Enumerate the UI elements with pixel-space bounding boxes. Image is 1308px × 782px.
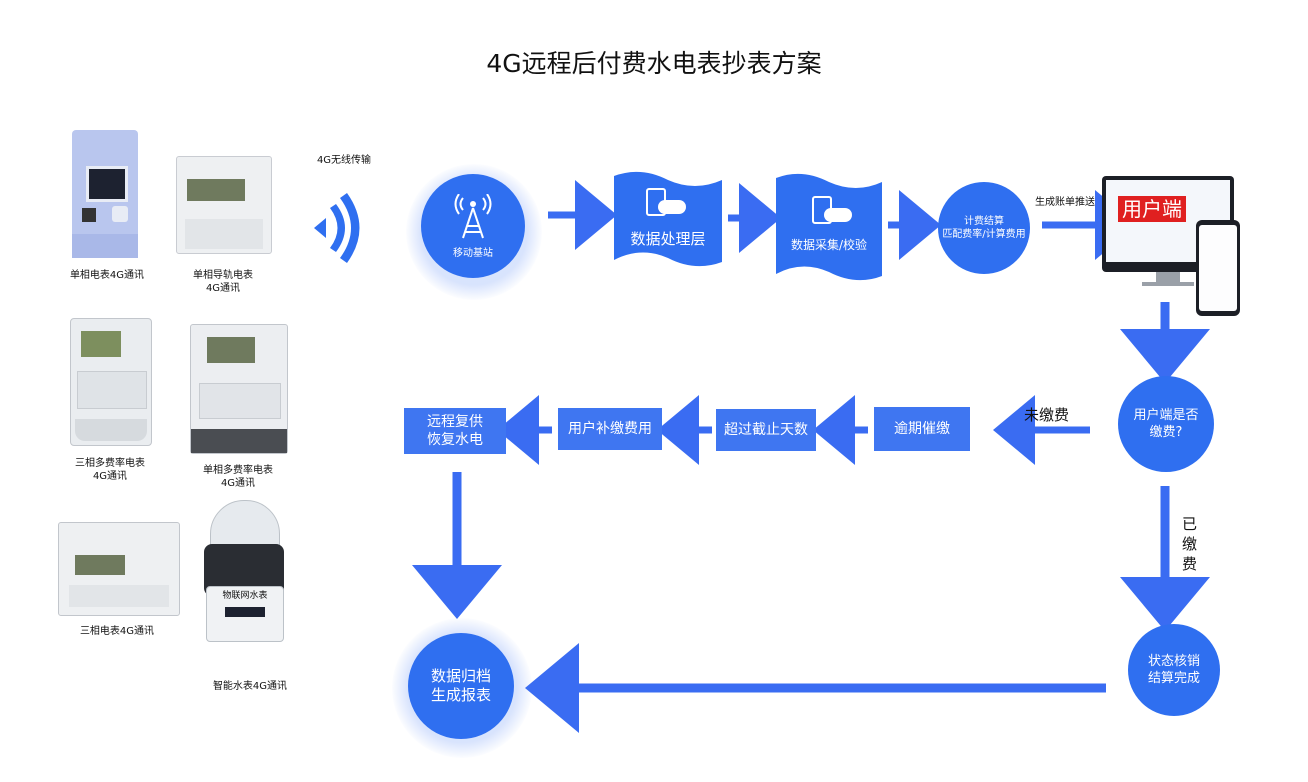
base-station-node: 移动基站 <box>421 174 525 278</box>
billing-node: 计费结算 匹配费率/计算费用 <box>938 182 1030 274</box>
unpaid-label: 未缴费 <box>1024 406 1070 424</box>
page-title: 4G远程后付费水电表抄表方案 <box>486 49 822 78</box>
overdue-reminder-box: 逾期催缴 <box>874 407 970 451</box>
meter-image-rail <box>176 156 272 254</box>
meter-caption-6: 智能水表4G通讯 <box>212 681 288 692</box>
data-processing-label: 数据处理层 <box>630 230 706 248</box>
user-end-label: 用户端 <box>1118 196 1186 222</box>
meter-image-three-phase-multirate <box>70 318 152 446</box>
phone-icon <box>1196 220 1240 316</box>
user-end-devices: 用户端 <box>1102 176 1246 316</box>
meter-caption-3: 三相多费率电表 4G通讯 <box>75 458 145 482</box>
document-cloud-icon <box>646 188 686 218</box>
data-collection-label: 数据采集/校验 <box>790 238 868 252</box>
antenna-tower-icon <box>454 193 492 238</box>
meter-image-three-phase <box>58 522 180 616</box>
user-repay-box: 用户补缴费用 <box>558 408 662 450</box>
data-collection-node: 数据采集/校验 <box>776 172 882 282</box>
meter-image-single-phase <box>72 130 138 258</box>
archive-node: 数据归档 生成报表 <box>408 633 514 739</box>
remote-restore-box: 远程复供 恢复水电 <box>404 408 506 454</box>
meter-image-water: 物联网水表 <box>200 500 288 642</box>
meter-caption-2: 单相导轨电表 4G通讯 <box>193 270 253 294</box>
wireless-label: 4G无线传输 <box>316 155 372 166</box>
paid-label: 已 缴 费 <box>1182 515 1198 573</box>
meter-caption-5: 三相电表4G通讯 <box>79 626 155 637</box>
data-processing-node: 数据处理层 <box>614 170 722 268</box>
meter-caption-4: 单相多费率电表 4G通讯 <box>203 465 273 489</box>
water-meter-face-label: 物联网水表 <box>222 591 268 601</box>
base-station-label: 移动基站 <box>453 247 493 259</box>
document-cloud-icon-2 <box>812 196 852 226</box>
payment-decision-node: 用户端是否 缴费? <box>1118 376 1214 472</box>
meter-image-single-phase-multirate <box>190 324 288 454</box>
status-writeoff-node: 状态核销 结算完成 <box>1128 624 1220 716</box>
bill-push-label: 生成账单推送 <box>1035 197 1095 208</box>
wifi-signal-icon <box>314 193 360 263</box>
meter-caption-1: 单相电表4G通讯 <box>69 270 145 281</box>
over-deadline-box: 超过截止天数 <box>716 409 816 451</box>
